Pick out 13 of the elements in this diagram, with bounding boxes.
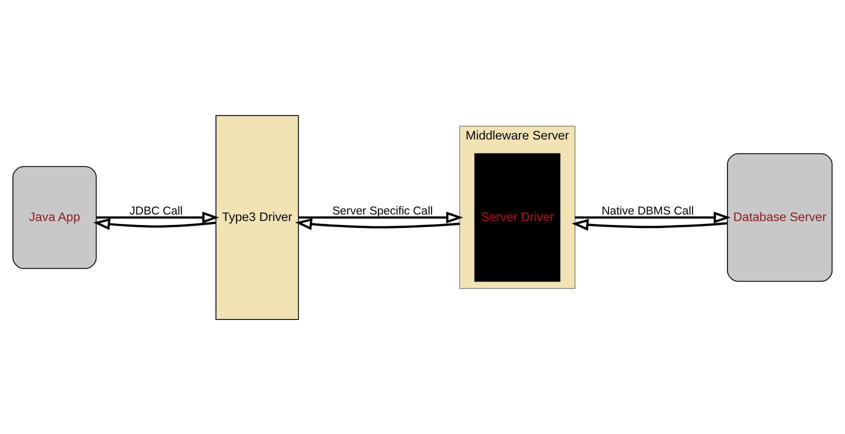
edge-label: JDBC Call [130,204,183,217]
edge-label: Server Specific Call [332,204,433,217]
arrow [93,218,216,230]
arrow [574,211,731,223]
node-box: Java App [12,166,97,268]
node-box: Database Server [727,152,833,282]
node-box: Server Driver [474,152,560,282]
arrow [96,211,220,223]
edge-label: Native DBMS Call [602,204,694,217]
node-box: Type3 Driver [216,114,299,320]
arrow [298,211,464,223]
arrow [572,218,728,230]
arrow [295,218,460,230]
